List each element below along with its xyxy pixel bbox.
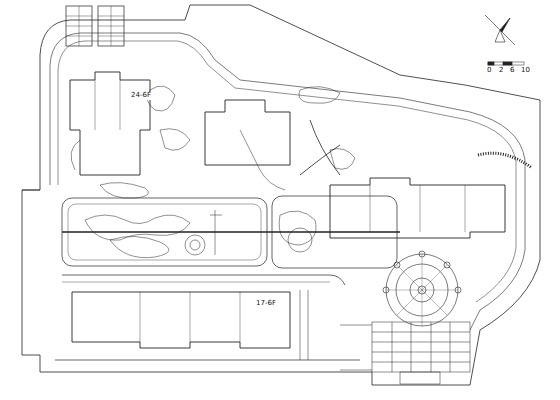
scale-number: 6 [509, 67, 515, 75]
building-floors: 17-6F [255, 300, 277, 308]
scale-number: 2 [498, 67, 504, 75]
building-floors: 24-6F [130, 92, 152, 100]
scale-number: 0 [486, 67, 492, 75]
scale-number: 10 [520, 67, 531, 75]
